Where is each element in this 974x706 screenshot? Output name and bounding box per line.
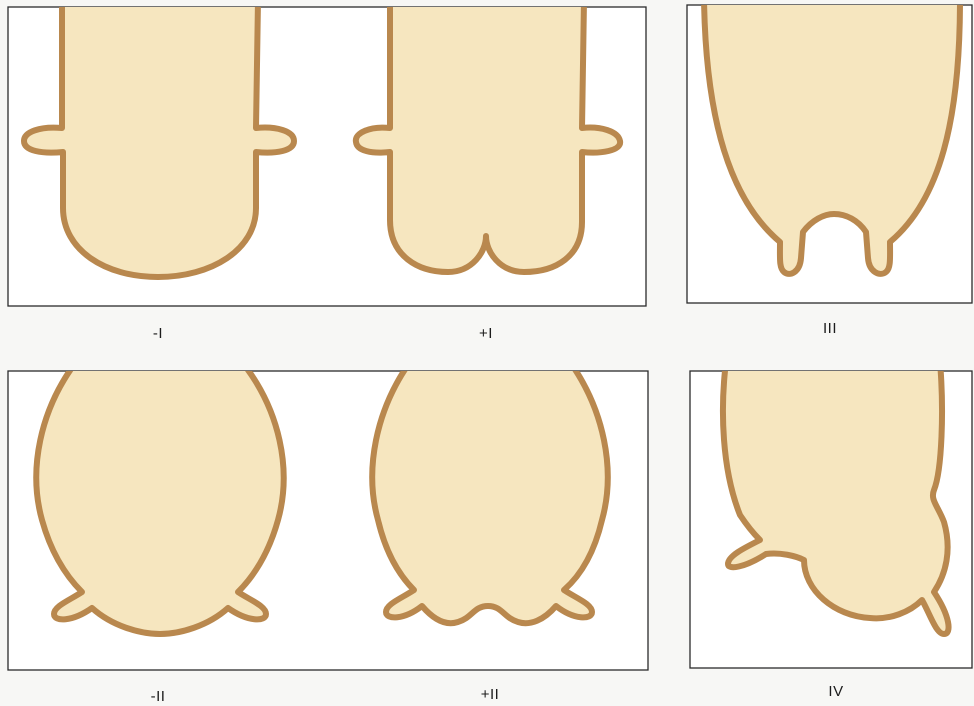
udder-shape-plus-ii [372,362,607,623]
caption-iv: IV [828,683,843,700]
udder-shape-plus-i [356,0,620,272]
caption-plus-ii: +II [481,686,500,703]
caption-minus-ii: -II [151,688,166,705]
caption-minus-i: -I [153,325,163,342]
caption-iii: III [823,320,837,337]
caption-plus-i: +I [479,325,493,342]
